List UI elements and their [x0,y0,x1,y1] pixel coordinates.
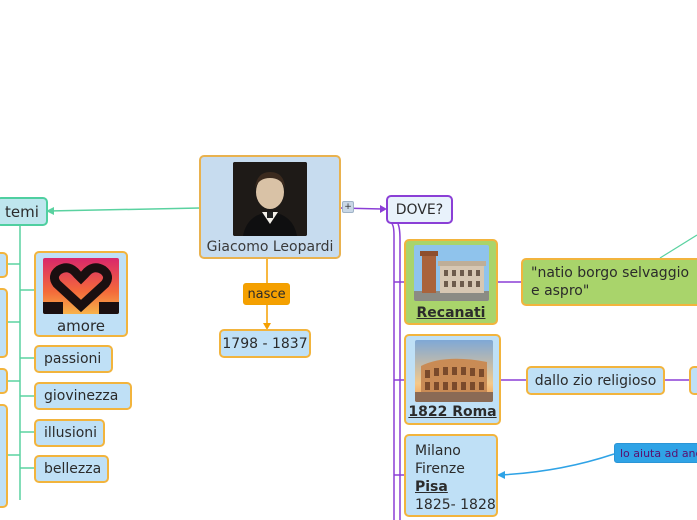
partial-node-4[interactable] [0,404,8,508]
heart-hands-image [43,258,119,314]
place-recanati[interactable]: Recanati [404,239,498,325]
partial-node-1[interactable] [0,252,8,278]
dove-node[interactable]: DOVE? [386,195,453,224]
years-line: 1825- 1828 [415,497,496,513]
theme-giovinezza[interactable]: giovinezza [34,382,132,410]
leopardi-portrait [233,162,307,236]
partial-node-3[interactable] [0,368,8,394]
theme-amore-label: amore [56,317,106,335]
link-center-temi [47,207,201,212]
place-roma[interactable]: 1822 Roma [404,334,501,425]
temi-node[interactable]: temi [0,197,48,226]
recanati-image [414,245,489,301]
roma-note[interactable]: dallo zio religioso [526,366,665,395]
pisa-line: Pisa [415,479,448,495]
dates-node[interactable]: 1798 - 1837 [219,329,311,358]
center-node[interactable]: Giacomo Leopardi [199,155,341,259]
theme-bellezza[interactable]: bellezza [34,455,109,483]
theme-amore[interactable]: amore [34,251,128,337]
recanati-quote[interactable]: "natio borgo selvaggio e aspro" [521,258,697,306]
recanati-label: Recanati [416,305,486,321]
milano-line: Milano [415,443,461,459]
partial-node-right[interactable] [689,366,697,395]
roma-label: 1822 Roma [408,404,497,420]
arrow-temi [46,207,54,215]
place-milano-firenze-pisa[interactable]: Milano Firenze Pisa 1825- 1828 [404,434,498,517]
theme-passioni[interactable]: passioni [34,345,113,373]
firenze-line: Firenze [415,461,465,477]
link-label-aiuta[interactable]: lo aiuta ad andare [614,443,697,463]
collapse-marker[interactable]: + [342,201,354,213]
theme-illusioni[interactable]: illusioni [34,419,105,447]
link-label-nasce[interactable]: nasce [243,283,290,305]
partial-node-2[interactable] [0,288,8,358]
colosseum-image [415,340,493,402]
center-label: Giacomo Leopardi [206,239,334,255]
